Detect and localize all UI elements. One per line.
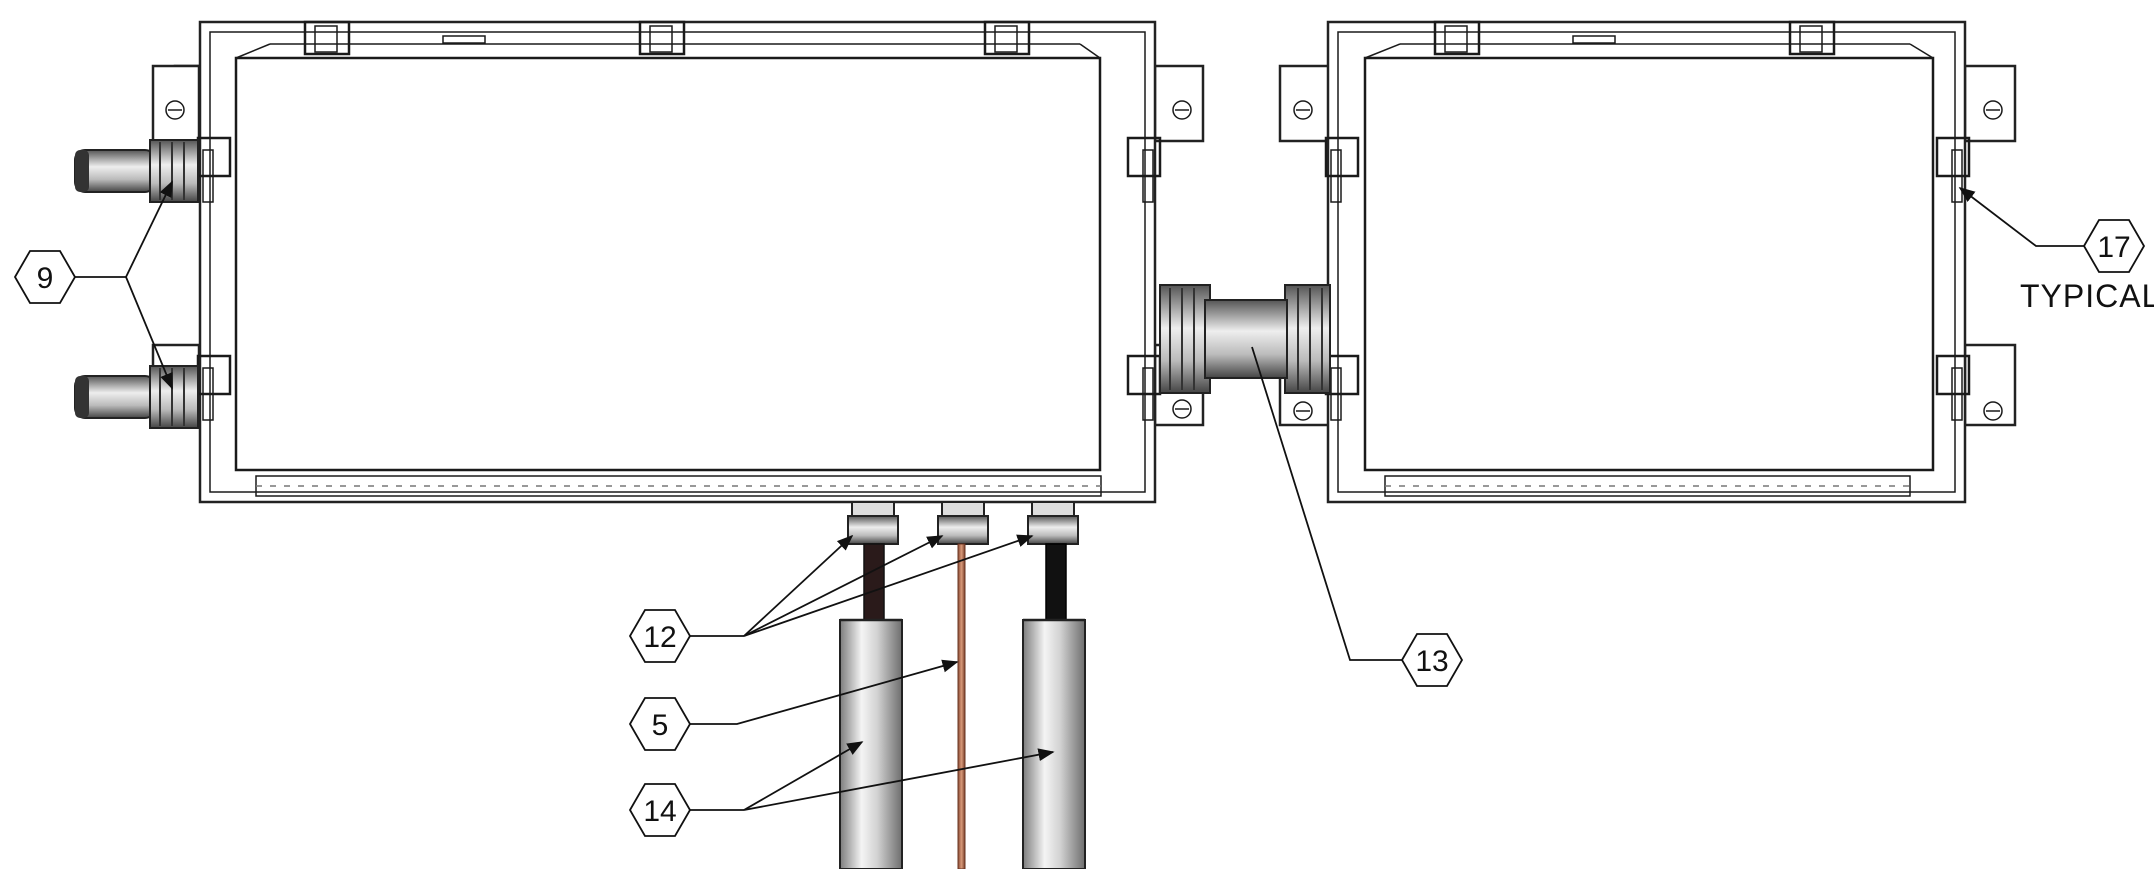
cable-gland-right	[1027, 501, 1079, 621]
left-flange-right-top	[1153, 64, 1205, 143]
leader-lines	[75, 180, 2084, 811]
right-enclosure-inner-edge	[1337, 31, 1956, 493]
left-enclosure	[151, 20, 1205, 504]
callout-9: 9	[13, 250, 77, 304]
left-enclosure-lid	[234, 56, 1102, 472]
cable-gland-left	[847, 501, 899, 621]
mount-hole-icon	[1293, 100, 2003, 421]
callout-13: 13	[1400, 633, 1464, 687]
callout-13-label: 13	[1415, 645, 1448, 678]
typical-label: TYPICAL	[2020, 278, 2154, 314]
cable-gland-center	[937, 501, 989, 545]
left-top-slot	[442, 35, 486, 44]
callout-14: 14	[628, 783, 692, 837]
right-flange-right-bottom	[1963, 343, 2017, 427]
right-top-slot	[1572, 35, 1616, 44]
left-enclosure-body	[198, 20, 1157, 504]
conduit-pipe-right	[1022, 618, 1086, 869]
right-flange-right-top	[1963, 64, 2017, 143]
conduit-pipe-left	[839, 618, 903, 869]
latch-icon	[1433, 20, 1836, 56]
coupler-fitting	[1159, 284, 1331, 394]
callout-5: 5	[628, 697, 692, 751]
left-fitting-lower	[74, 365, 199, 429]
callout-17-label: 17	[2097, 231, 2130, 264]
callout-12-label: 12	[643, 621, 676, 654]
right-enclosure	[1278, 20, 2017, 504]
callout-12: 12	[628, 609, 692, 663]
copper-ground-wire	[957, 543, 966, 869]
callout-9-label: 9	[37, 262, 54, 295]
right-enclosure-lid	[1363, 56, 1935, 472]
latch-icon	[303, 20, 1031, 56]
callout-5-label: 5	[652, 709, 669, 742]
right-flange-left-top	[1278, 64, 1332, 143]
callout-17: 17	[2082, 219, 2146, 273]
callout-14-label: 14	[643, 795, 676, 828]
side-latch-icon	[196, 136, 1162, 421]
left-flange-top	[151, 64, 201, 143]
side-latch-icon	[1324, 136, 1971, 421]
right-enclosure-body	[1326, 20, 1967, 504]
left-fitting-upper	[74, 139, 199, 203]
left-enclosure-inner-edge	[209, 31, 1146, 493]
